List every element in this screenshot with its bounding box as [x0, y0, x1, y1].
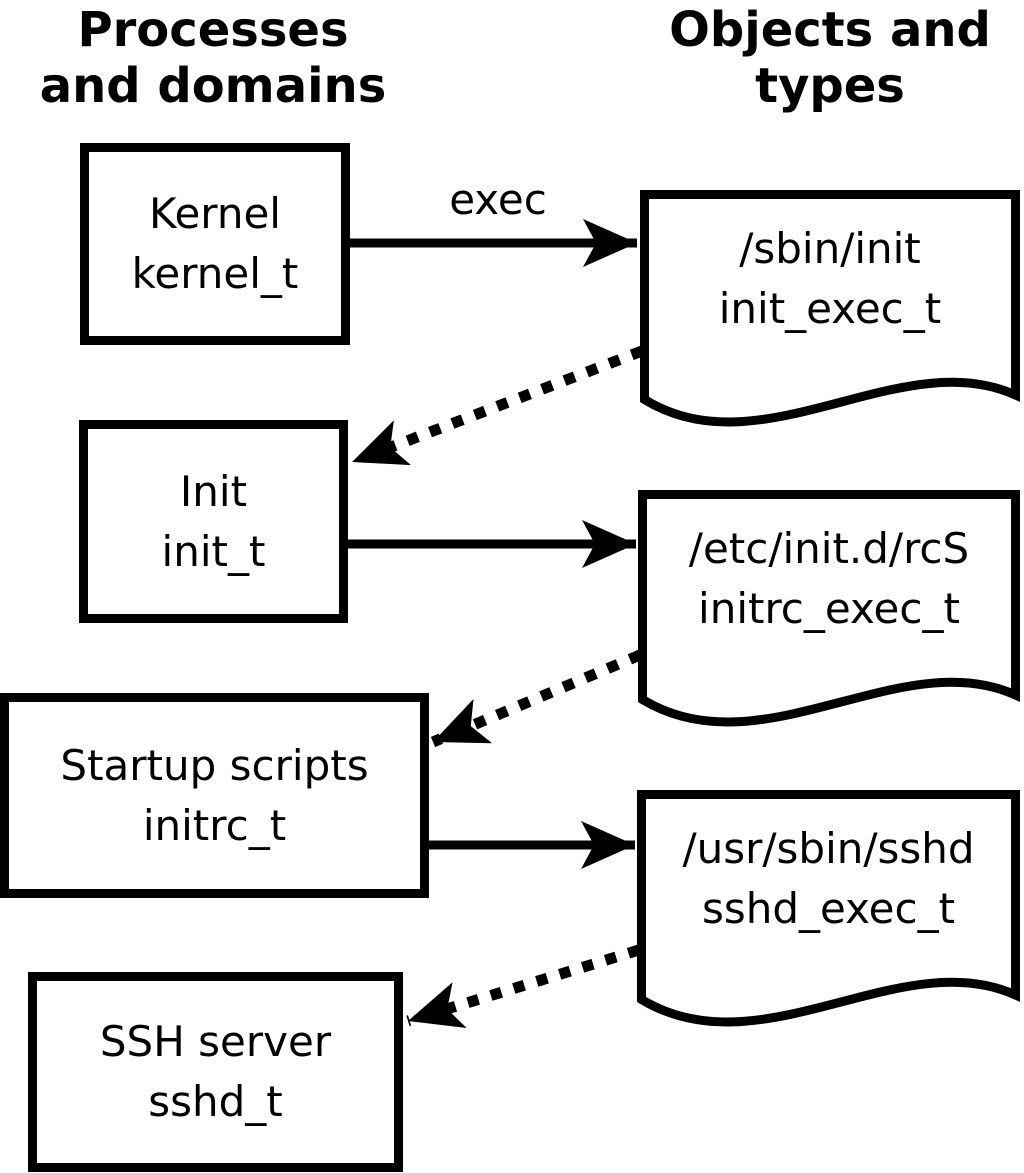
- column-header-processes-line2: and domains: [39, 58, 387, 114]
- column-header-objects-line1: Objects and: [669, 2, 991, 58]
- document-shape-sbin-init: [640, 190, 1020, 427]
- column-header-objects: Objects and types: [615, 2, 1024, 114]
- process-name: Init: [179, 466, 248, 516]
- process-name: SSH server: [99, 1017, 332, 1066]
- exec-arrow-label: exec: [449, 175, 547, 224]
- document-shape-etc-initd-rcs: [638, 490, 1020, 727]
- domain-type: init_t: [161, 526, 266, 576]
- domain-type: initrc_t: [142, 800, 287, 850]
- process-box-kernel: Kernel kernel_t: [80, 143, 350, 345]
- process-box-ssh-server: SSH server sshd_t: [28, 972, 403, 1172]
- document-shape-usr-sbin-sshd: [637, 790, 1020, 1027]
- column-header-processes-line1: Processes: [77, 2, 349, 58]
- transition-arrow-sshd-exec-to-sshd: [406, 944, 641, 1029]
- column-header-processes: Processes and domains: [0, 2, 428, 114]
- transition-arrow-init-exec-to-init: [350, 345, 644, 468]
- process-name: Kernel: [149, 189, 281, 238]
- process-box-startup-scripts: Startup scripts initrc_t: [0, 693, 429, 898]
- domain-type: sshd_t: [148, 1077, 283, 1126]
- process-box-init: Init init_t: [79, 420, 348, 623]
- column-header-objects-line2: types: [755, 58, 905, 114]
- transition-arrow-initrc-exec-to-initrc: [430, 649, 643, 748]
- process-name: Startup scripts: [60, 740, 369, 790]
- domain-type: kernel_t: [131, 249, 299, 298]
